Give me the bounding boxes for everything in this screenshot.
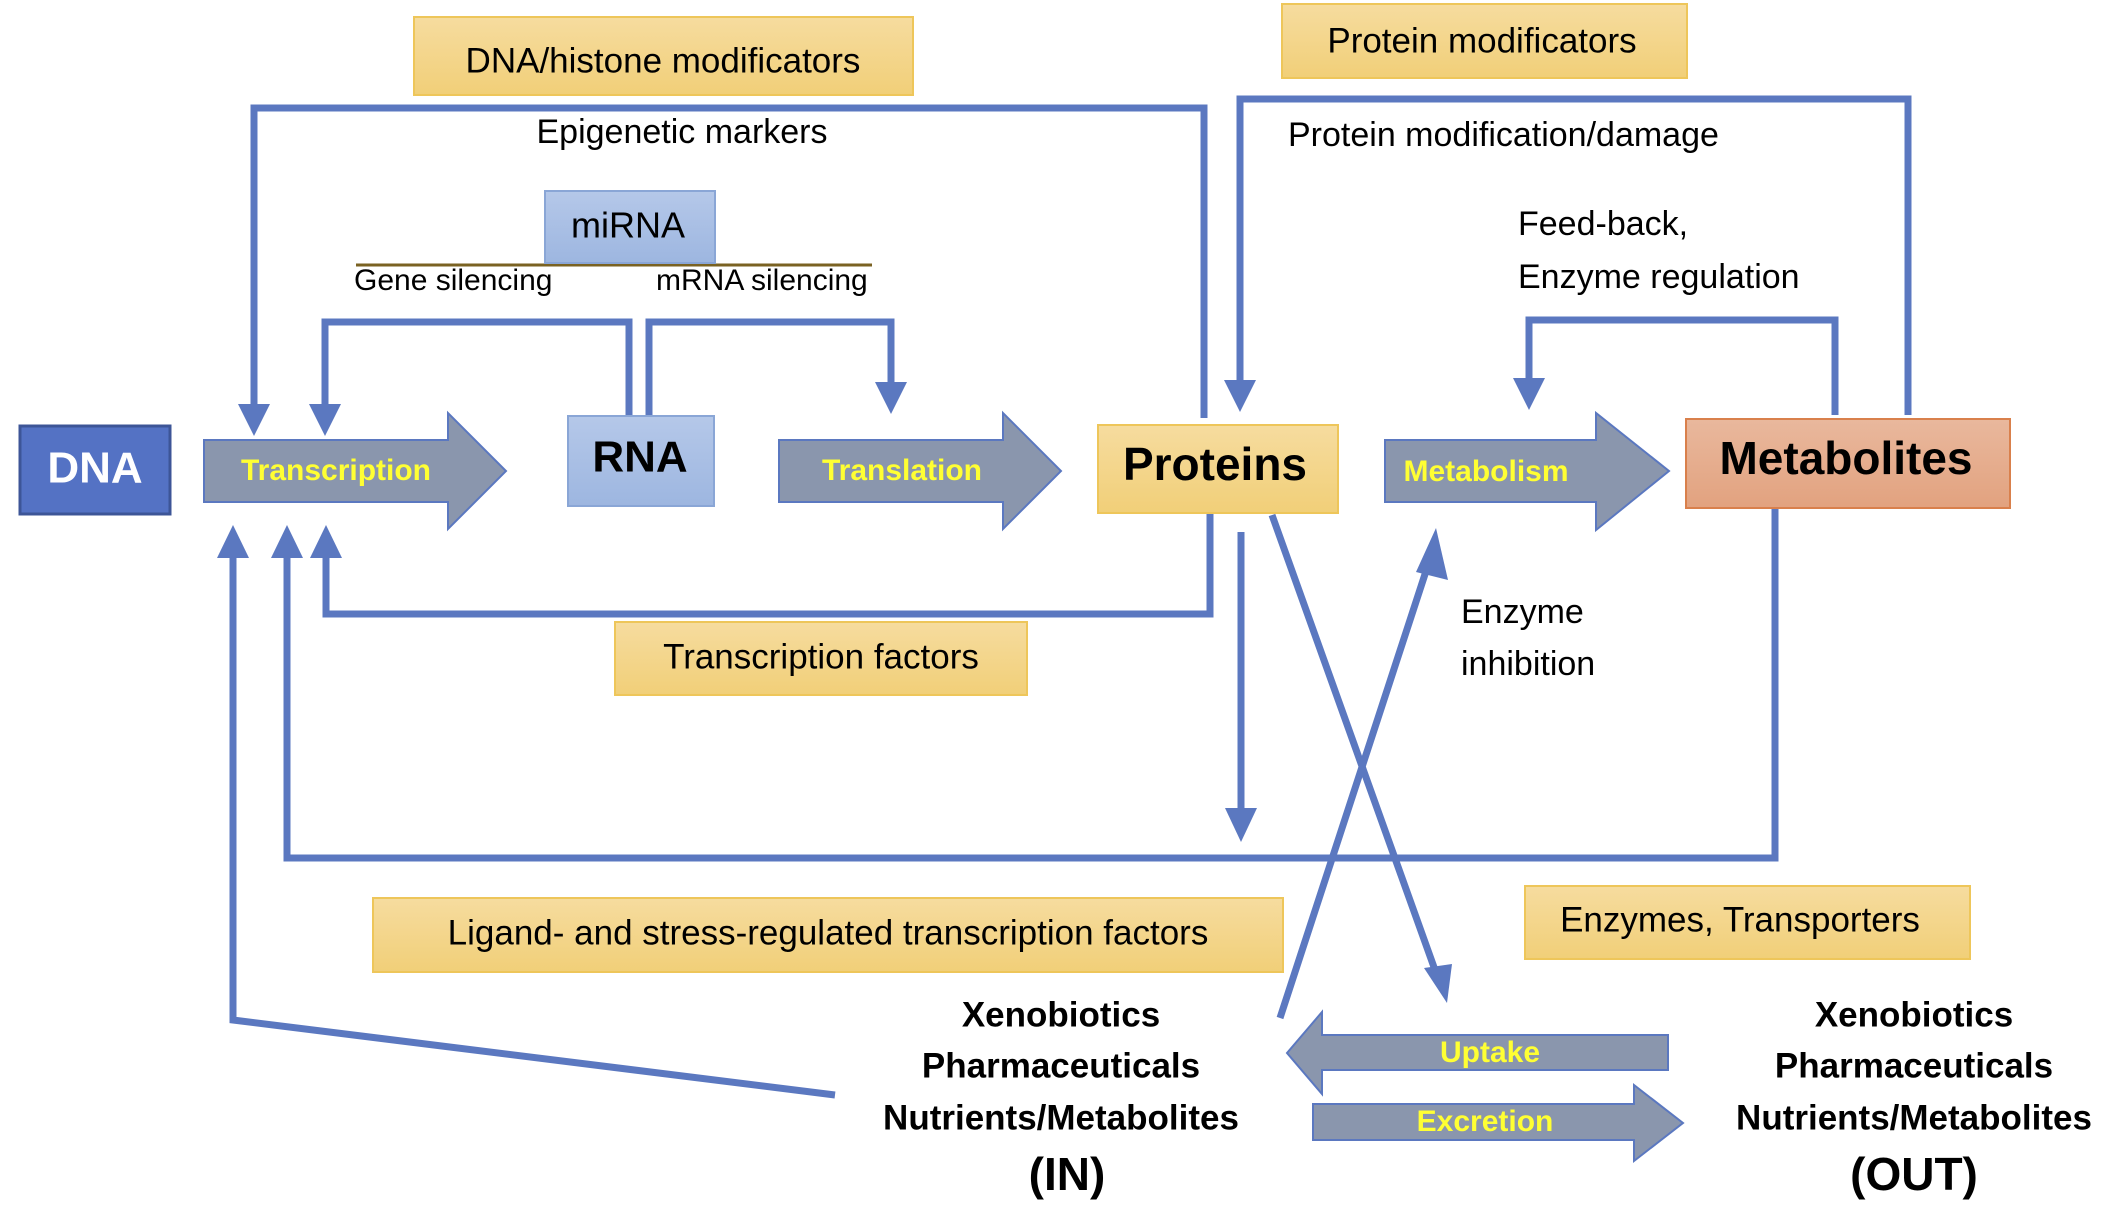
- metabolism-arrow: [1384, 410, 1671, 533]
- arrowhead-inhibition-icon: [1416, 528, 1448, 580]
- mirna-node: [544, 190, 716, 264]
- input-line-nutrients: Nutrients/Metabolites: [883, 1098, 1239, 1137]
- arrowhead-enzymes-icon: [1424, 964, 1452, 1003]
- metabolism-label: Metabolism: [1403, 455, 1568, 488]
- proteins-label: Proteins: [1123, 438, 1307, 490]
- epigenetic-connector: [250, 104, 1208, 418]
- feedback-label-line2: Enzyme regulation: [1518, 258, 1800, 296]
- enzyme-inhibition-line1: Enzyme: [1461, 593, 1584, 631]
- arrowhead-feedback-icon: [1513, 378, 1545, 410]
- ligand-tf-label: Ligand- and stress-regulated transcripti…: [448, 913, 1209, 952]
- mrna-silencing-label: mRNA silencing: [656, 264, 868, 297]
- input-compounds: Xenobiotics Pharmaceuticals Nutrients/Me…: [883, 995, 1239, 1200]
- mirna-label: miRNA: [571, 205, 685, 246]
- metabolite-regulation-connector: [283, 508, 1779, 862]
- enzyme-inhibition-line2: inhibition: [1461, 645, 1595, 683]
- output-line-nutrients: Nutrients/Metabolites: [1736, 1098, 2092, 1137]
- transcription-factors-box: [614, 621, 1028, 696]
- arrowhead-tf-3-icon: [310, 525, 342, 558]
- dna-node: [18, 424, 172, 516]
- rna-label: RNA: [592, 433, 687, 482]
- enzymes-transporters-label: Enzymes, Transporters: [1560, 900, 1920, 939]
- excretion-arrow: [1312, 1082, 1685, 1164]
- transcription-label: Transcription: [241, 454, 431, 487]
- mrna-silencing-connector: [645, 318, 895, 416]
- input-line-xenobiotics: Xenobiotics: [962, 995, 1160, 1034]
- translation-label: Translation: [822, 454, 982, 487]
- transcription-factors-label: Transcription factors: [663, 637, 979, 676]
- rna-node: [567, 415, 715, 507]
- dna-histone-label: DNA/histone modificators: [466, 41, 861, 80]
- uptake-label: Uptake: [1440, 1036, 1540, 1069]
- process-arrows: Transcription Translation Metabolism Upt…: [203, 410, 1685, 1164]
- enzymes-transporters-box: [1524, 885, 1971, 960]
- excretion-label: Excretion: [1417, 1105, 1554, 1138]
- main-nodes: DNA miRNA RNA Proteins Metabolites: [18, 190, 2011, 516]
- uptake-arrow: [1285, 1009, 1669, 1097]
- arrowhead-protein-mod-icon: [1224, 380, 1256, 412]
- dna-histone-box: [413, 16, 914, 96]
- feedback-connector: [1525, 316, 1839, 415]
- proteins-node: [1097, 424, 1339, 514]
- transcription-factors-connector: [322, 512, 1214, 618]
- arrowhead-protein-down-icon: [1225, 808, 1257, 842]
- ligand-tf-connector: [229, 552, 836, 1099]
- modifier-boxes: DNA/histone modificators Protein modific…: [372, 3, 1971, 973]
- gene-silencing-connector: [321, 318, 633, 416]
- input-tag: (IN): [1029, 1148, 1106, 1200]
- output-line-pharmaceuticals: Pharmaceuticals: [1775, 1046, 2053, 1085]
- arrowhead-mrna-silencing-icon: [875, 382, 907, 414]
- arrowhead-gene-silencing-icon: [309, 404, 341, 436]
- epigenetic-markers-label: Epigenetic markers: [536, 113, 827, 151]
- ligand-tf-box: [372, 897, 1284, 973]
- protein-modificators-box: [1281, 3, 1688, 79]
- translation-arrow: [778, 410, 1063, 532]
- arrowhead-tf-2-icon: [271, 525, 303, 558]
- dna-label: DNA: [47, 444, 142, 493]
- arrowhead-tf-1-icon: [217, 525, 249, 558]
- output-compounds: Xenobiotics Pharmaceuticals Nutrients/Me…: [1736, 995, 2092, 1200]
- protein-modificators-label: Protein modificators: [1327, 21, 1636, 60]
- connectors: [229, 95, 1912, 1099]
- metabolites-node: [1685, 418, 2011, 509]
- gene-silencing-label: Gene silencing: [354, 264, 552, 297]
- arrowheads: [217, 378, 1545, 1003]
- arrowhead-epigenetic-icon: [238, 404, 270, 436]
- input-line-pharmaceuticals: Pharmaceuticals: [922, 1046, 1200, 1085]
- protein-modification-connector: [1236, 95, 1912, 415]
- enzyme-inhibition-connector: [1276, 563, 1432, 1020]
- enzymes-transporters-connector: [1268, 513, 1439, 972]
- feedback-label-line1: Feed-back,: [1518, 205, 1688, 243]
- output-tag: (OUT): [1850, 1148, 1978, 1200]
- transcription-arrow: [203, 410, 508, 532]
- protein-damage-label: Protein modification/damage: [1288, 116, 1719, 154]
- annotations: Epigenetic markers Gene silencing mRNA s…: [354, 113, 1800, 683]
- output-line-xenobiotics: Xenobiotics: [1815, 995, 2013, 1034]
- metabolites-label: Metabolites: [1719, 432, 1972, 484]
